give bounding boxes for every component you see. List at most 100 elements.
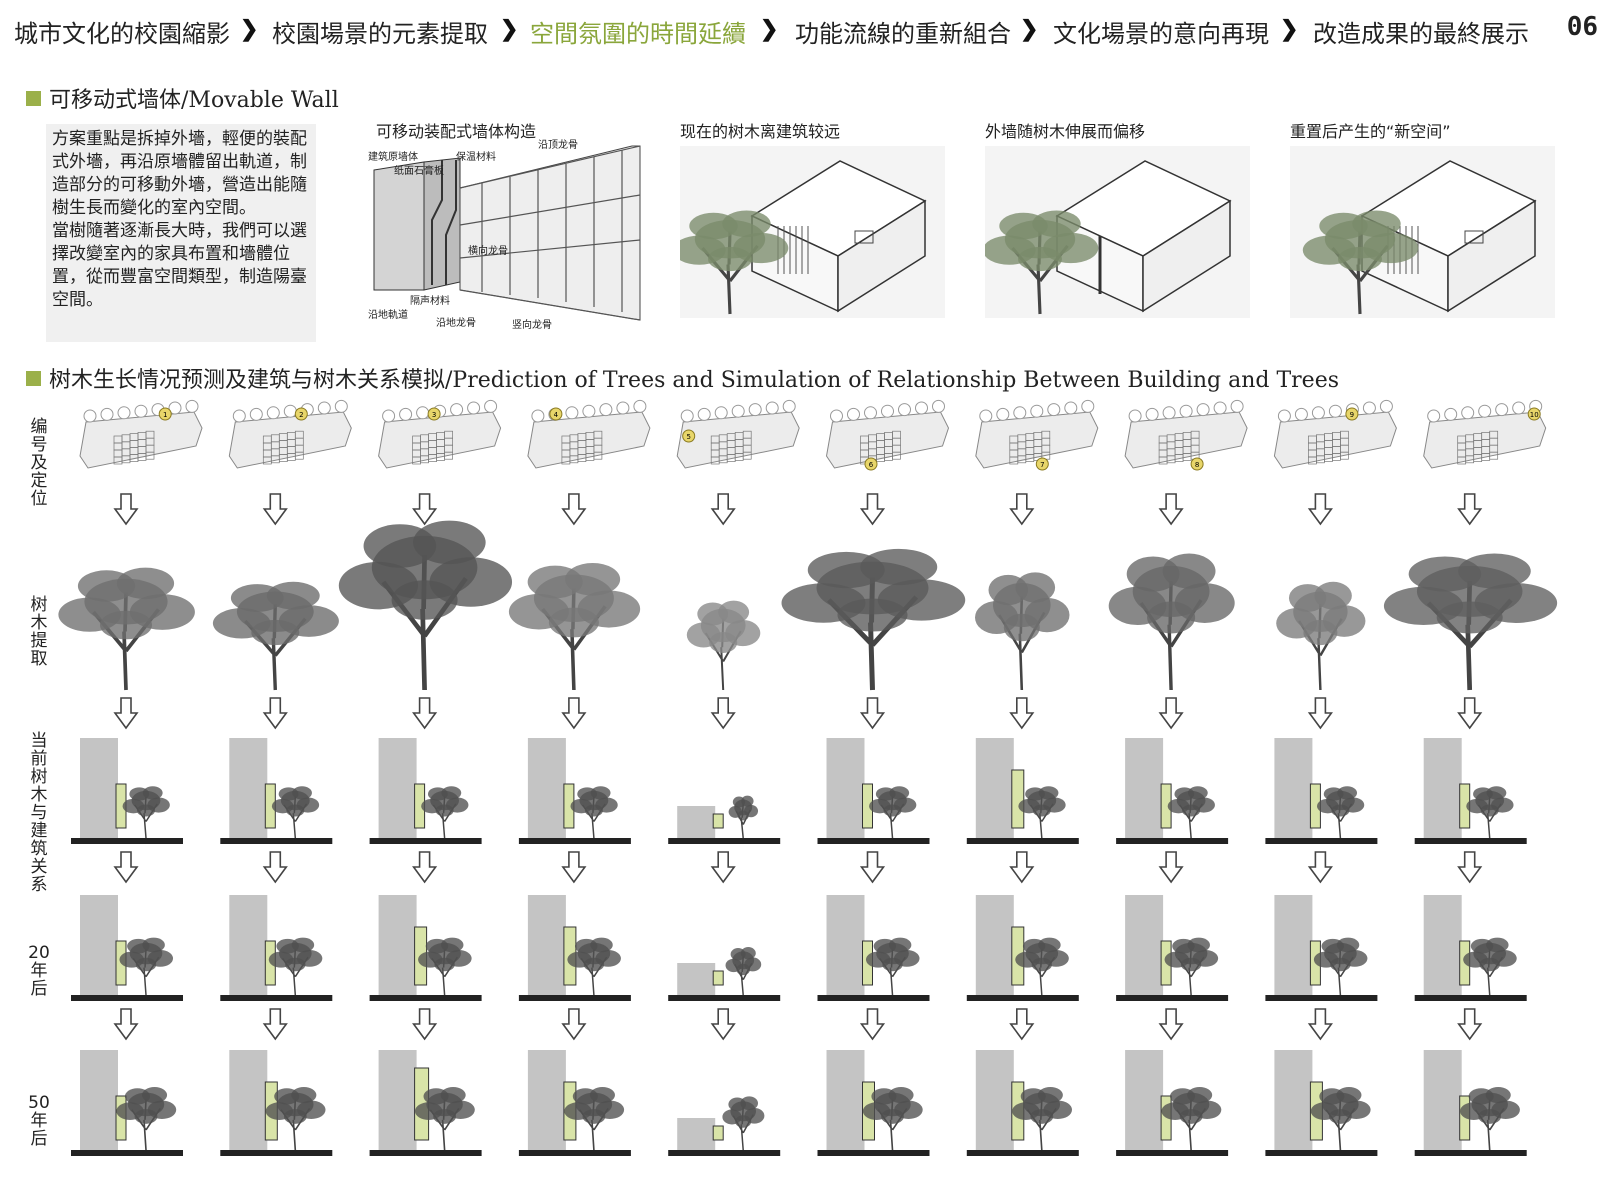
plan-outline (825, 411, 950, 469)
down-arrow-icon (859, 697, 886, 730)
relation-tree (570, 786, 618, 839)
tree-column: 1 (58, 399, 203, 1156)
ground-line (817, 995, 930, 1001)
relation-current (668, 795, 781, 844)
location-plan: 10 (1423, 399, 1547, 469)
plan-tree-circle (134, 404, 148, 418)
ground-line (220, 838, 333, 844)
iso-tree (982, 210, 1099, 315)
location-plan: 1 (79, 399, 203, 469)
relation-tree (567, 937, 621, 996)
plan-tree-circle (1362, 401, 1376, 415)
relation-50-years (518, 1050, 631, 1156)
relation-50-years (1265, 1050, 1378, 1156)
down-arrow-icon (1307, 851, 1333, 884)
tree-number-badge (1345, 407, 1359, 421)
building-block (1423, 895, 1462, 995)
building-block (527, 895, 566, 995)
plan-tree-circle (100, 407, 114, 421)
row-label-location: 编号及定位 (30, 417, 48, 509)
down-arrow-icon (1009, 851, 1035, 884)
relation-current (518, 738, 631, 844)
box-side (1142, 199, 1231, 313)
building-block (1125, 1050, 1164, 1150)
down-arrow-icon (561, 493, 587, 526)
relation-tree (728, 795, 759, 839)
plan-tree-circle (185, 399, 199, 413)
nav-item-function-recombination[interactable]: 功能流線的重新組合 (795, 20, 1011, 48)
row-label-current-relation: 当前树木与建筑关系 (30, 731, 48, 895)
plan-tree-circle (1495, 403, 1509, 417)
down-arrow-icon (262, 493, 288, 526)
wall-extension (1011, 769, 1025, 829)
ground-line (966, 1150, 1079, 1156)
nav-item-cultural-scene[interactable]: 文化場景的意向再現 (1053, 20, 1269, 48)
tree-number-label: 7 (1040, 461, 1044, 469)
extracted-tree (58, 567, 195, 691)
relation-50-years (71, 1050, 183, 1156)
plan-tree-circle (1230, 399, 1244, 413)
relation-20-years (369, 895, 482, 1001)
plan-outline (1124, 411, 1248, 469)
label-insulation: 保温材料 (456, 152, 496, 163)
plan-tree-circle (1379, 399, 1393, 413)
ground-line (518, 838, 631, 844)
down-arrow-icon (113, 851, 139, 884)
extracted-tree (975, 572, 1070, 691)
tree-column: 3 (338, 399, 513, 1156)
plan-tree-circle (1128, 409, 1142, 423)
building-block (975, 1050, 1014, 1150)
ground-line (966, 995, 1079, 1001)
nav-item-element-extraction[interactable]: 校園場景的元素提取 (272, 20, 488, 48)
ground-line (369, 1150, 482, 1156)
relation-tree (865, 937, 920, 996)
plan-tree-circle (633, 399, 647, 413)
building-block (826, 1050, 865, 1150)
plan-grid-cell (1340, 451, 1349, 460)
construction-diagram: 建筑原墙体 纸面石膏板 保温材料 沿顶龙骨 横向龙骨 隔声材料 沿地軌道 沿地龙… (368, 140, 642, 331)
tree-number-label: 9 (1350, 411, 1354, 419)
down-arrow-icon (1307, 493, 1333, 526)
building-block (378, 1050, 417, 1150)
building-block (1274, 1050, 1313, 1150)
nav-item-campus-culture[interactable]: 城市文化的校園縮影 (14, 20, 230, 48)
description-box: 方案重點是拆掉外墻，輕便的裝配式外墻，再沿原墻體留出軌道，制造部分的可移動外墻，… (46, 124, 316, 342)
plan-tree-circle (317, 401, 331, 415)
building-block (677, 1118, 716, 1150)
down-arrow-icon (412, 697, 438, 730)
building-block (677, 806, 716, 838)
plan-tree-circle (782, 399, 796, 413)
label-top-keel: 沿顶龙骨 (538, 140, 578, 151)
down-arrow-icon (1009, 493, 1035, 526)
plan-tree-circle (249, 407, 263, 421)
building-block (975, 895, 1014, 995)
iso-diagram-current (672, 146, 945, 318)
building-block (1125, 895, 1164, 995)
tree-number-badge (1035, 457, 1049, 471)
relation-current (817, 738, 930, 844)
nav-item-final-display[interactable]: 改造成果的最終展示 (1313, 20, 1529, 48)
down-arrow-icon (412, 851, 438, 884)
chevron-right-icon: ❯ (760, 16, 779, 42)
down-arrow-icon (1307, 697, 1333, 730)
relation-current (1265, 738, 1378, 844)
relation-tree (116, 1086, 177, 1151)
nav-item-time-continuation[interactable]: 空間氛圍的時間延續 (530, 20, 746, 48)
down-arrow-icon (710, 697, 736, 730)
building-block (1125, 738, 1164, 838)
row-label-tree-extraction: 树木提取 (30, 595, 48, 669)
tree-number-label: 6 (869, 461, 874, 469)
relation-tree (268, 937, 323, 996)
plan-tree-circle (599, 403, 613, 417)
tree-number-badge (1527, 407, 1541, 421)
label-vertical-keel: 竖向龙骨 (512, 320, 552, 331)
ground-line (1265, 1150, 1378, 1156)
location-plan: 9 (1273, 399, 1397, 469)
relation-20-years (1414, 895, 1527, 1001)
label-floor-keel: 沿地龙骨 (436, 318, 476, 329)
extracted-tree (1276, 581, 1366, 691)
ground-line (668, 1150, 781, 1156)
furniture-desk (1464, 230, 1484, 244)
plan-tree-circle (932, 399, 945, 413)
plan-tree-circle (484, 399, 498, 413)
